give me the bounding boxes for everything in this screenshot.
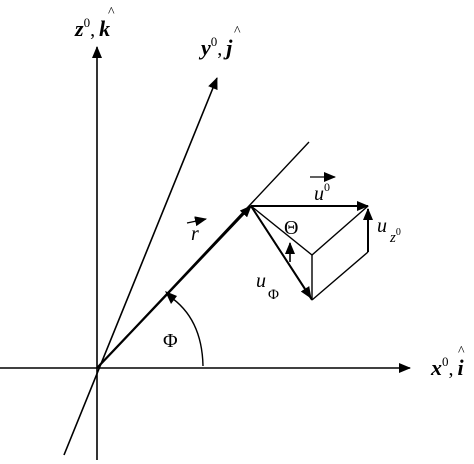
- theta-label: Θ: [284, 217, 298, 239]
- y-axis-label: y0,j: [198, 34, 233, 60]
- u-phi-vector: [250, 205, 312, 299]
- y-axis: [63, 77, 218, 456]
- x-axis-label: x0,i: [430, 354, 465, 380]
- phi-label: Φ: [163, 330, 178, 352]
- r-vector: [96, 205, 252, 369]
- i-hat-icon: ^: [458, 344, 465, 359]
- r-label: r: [191, 223, 199, 245]
- phi-arc-arrowhead: [165, 291, 177, 304]
- box-edge: [311, 205, 369, 256]
- u-z0-label: uz0: [377, 215, 401, 246]
- box-edge: [311, 251, 369, 301]
- box-edge: [250, 205, 313, 256]
- u-phi-label: uΦ: [256, 270, 279, 303]
- j-hat-icon: ^: [234, 24, 241, 39]
- k-hat-icon: ^: [108, 5, 115, 20]
- z-axis-label: z0,k: [74, 15, 110, 41]
- r-overarrow: [186, 216, 207, 227]
- phi-arc: [168, 295, 204, 367]
- u0-label: u0: [314, 180, 330, 205]
